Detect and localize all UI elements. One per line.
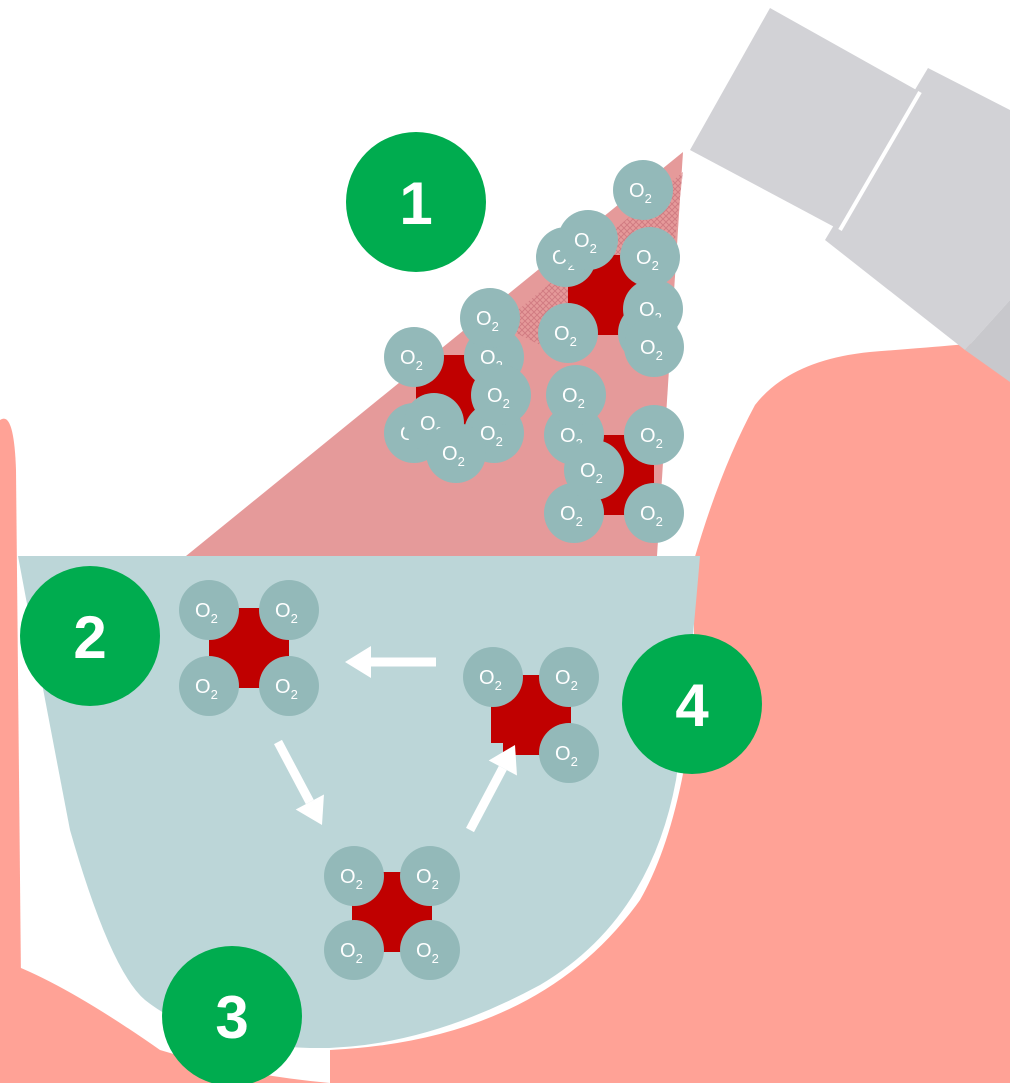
oxygen-molecule: O2 (538, 303, 598, 363)
oxygen-molecule: O2 (564, 440, 624, 500)
oxygen-molecule: O2 (426, 423, 486, 483)
oxygen-molecule: O2 (546, 365, 606, 425)
oxygen-molecule: O2 (384, 327, 444, 387)
step-number: 3 (215, 984, 248, 1051)
oxygen-molecule: O2 (539, 723, 599, 783)
oxygen-molecule: O2 (624, 317, 684, 377)
oxygen-molecule: O2 (400, 846, 460, 906)
oxygen-molecule: O2 (259, 656, 319, 716)
oxygen-molecule: O2 (259, 580, 319, 640)
oxygen-molecule: O2 (463, 647, 523, 707)
oxygen-molecule: O2 (324, 920, 384, 980)
oxygen-molecule: O2 (179, 656, 239, 716)
oxygen-molecule: O2 (324, 846, 384, 906)
step-number: 1 (399, 170, 432, 237)
oxygen-molecule: O2 (558, 210, 618, 270)
step-number: 4 (675, 672, 709, 739)
step-badge-1: 1 (346, 132, 486, 272)
spray-device (690, 8, 1010, 382)
oxygen-molecule: O2 (624, 405, 684, 465)
oxygen-molecule: O2 (539, 647, 599, 707)
oxygen-molecule: O2 (179, 580, 239, 640)
step-number: 2 (73, 604, 106, 671)
oxygen-molecule: O2 (613, 160, 673, 220)
oxygen-molecule: O2 (400, 920, 460, 980)
step-badge-4: 4 (622, 634, 762, 774)
oxygen-molecule: O2 (624, 483, 684, 543)
oxygen-molecule: O2 (460, 288, 520, 348)
oxygen-molecule: O2 (471, 365, 531, 425)
oxygen-molecule: O2 (620, 227, 680, 287)
step-badge-3: 3 (162, 946, 302, 1083)
step-badge-2: 2 (20, 566, 160, 706)
